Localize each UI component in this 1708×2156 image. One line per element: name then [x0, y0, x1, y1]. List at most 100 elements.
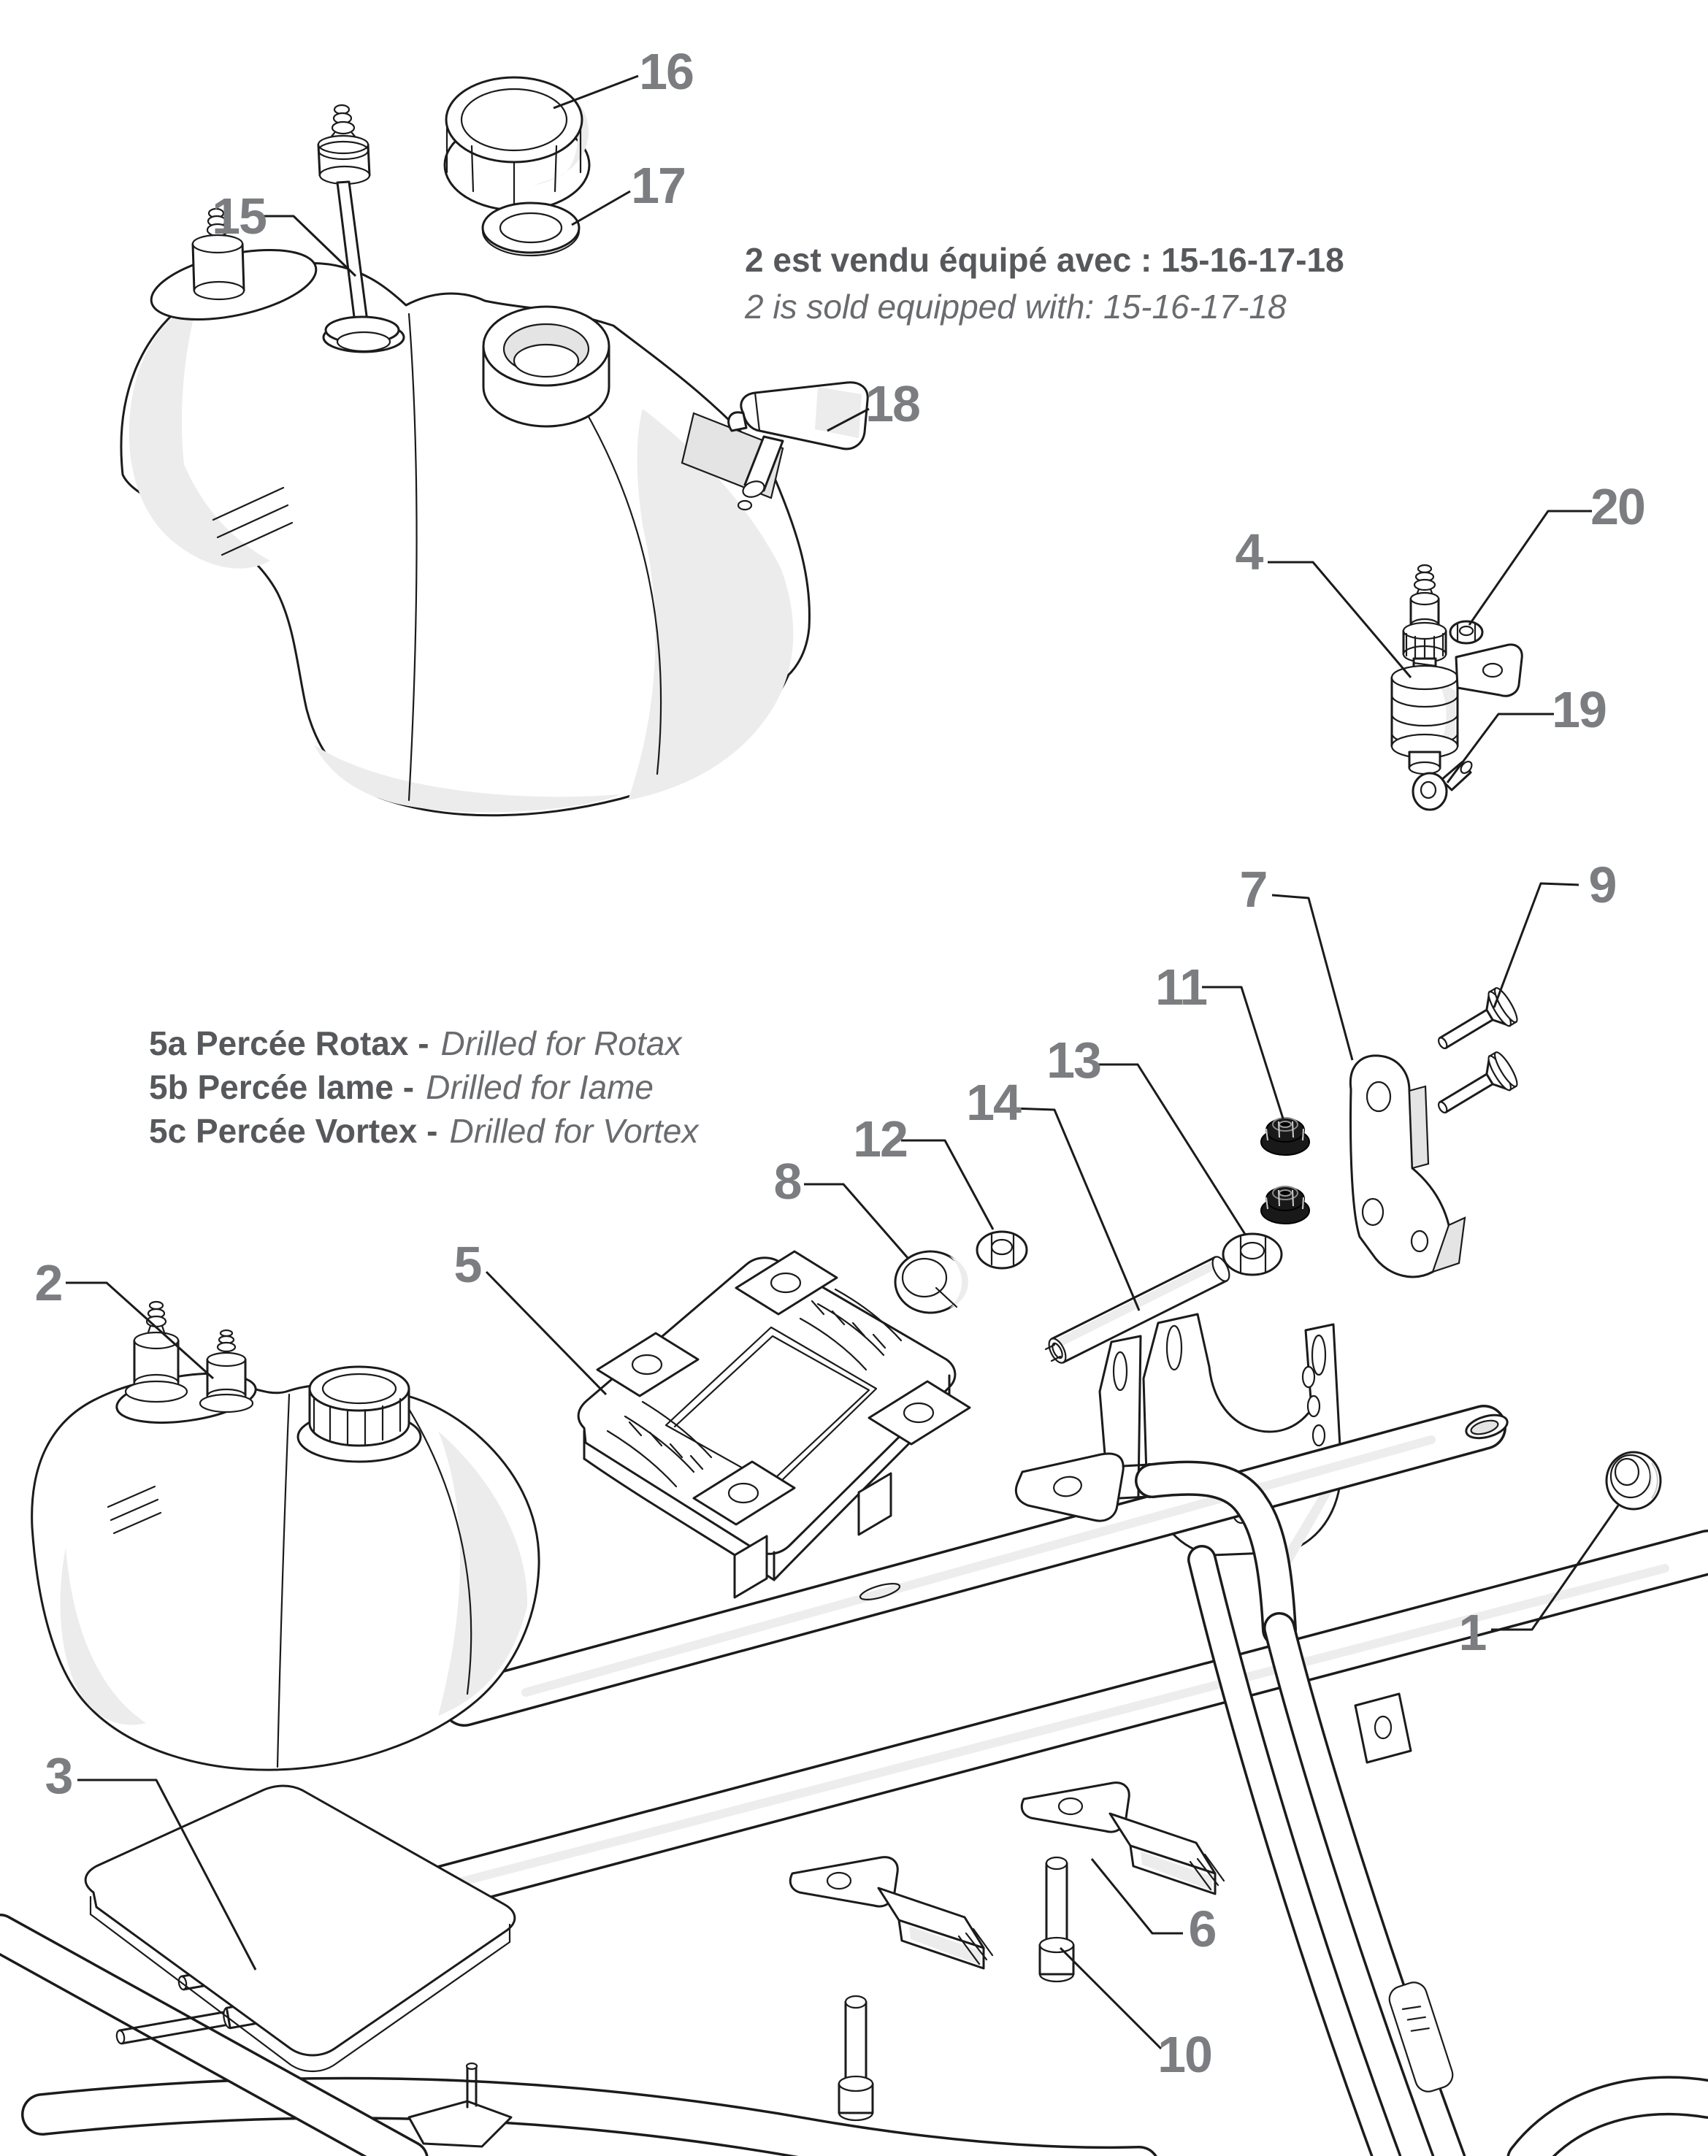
tank-cradle-part5-detail	[727, 1482, 759, 1504]
rubber-grommet-part8	[894, 1250, 968, 1314]
drill-variant-5c-detail: Drilled for Vortex	[450, 1112, 700, 1150]
leader-line-10	[1059, 1946, 1163, 2050]
front-left-tube	[0, 1914, 429, 2156]
mount-pin-10a-detail	[1038, 1856, 1075, 1983]
fuel-tank-assembled-part2-detail	[276, 1393, 472, 1768]
small-nut-part20	[1449, 620, 1484, 645]
countersunk-screw-9b-detail	[1428, 1048, 1522, 1127]
hex-nut-part12	[976, 1230, 1028, 1270]
rubber-grommet-part8-detail	[935, 1286, 958, 1308]
leader-line-14	[1013, 1107, 1141, 1311]
callout-number-3: 3	[45, 1747, 72, 1804]
support-bracket-part7	[1349, 1054, 1466, 1278]
tank-cradle-part5-detail	[733, 1535, 768, 1599]
fuel-tank-assembled-part2-detail	[321, 1373, 397, 1405]
seat-mount-plate-detail	[1311, 1424, 1326, 1447]
fuel-valve-part4-detail	[1417, 564, 1433, 574]
main-rail-upper-detail	[859, 1583, 901, 1600]
mount-pin-10b	[838, 1995, 874, 2122]
fuel-tank-bare	[120, 207, 811, 817]
fuel-tank-assembled-part2-detail	[219, 1329, 234, 1338]
mount-rail-6b-detail	[789, 1856, 994, 1970]
rear-bumper-tube-detail	[23, 2079, 1154, 2156]
main-rail-lower-detail	[405, 1564, 1669, 1900]
fuel-tank-assembled-part2-detail	[124, 1380, 188, 1403]
leader-line-4	[1268, 561, 1412, 678]
callout-number-1: 1	[1459, 1604, 1486, 1661]
seat-mount-plate-detail	[1165, 1324, 1183, 1371]
mount-pin-10b-detail	[838, 1995, 874, 2122]
support-bracket-part7-detail	[1410, 1229, 1429, 1253]
mount-rail-6b	[789, 1856, 994, 1970]
flange-nut-11b	[1260, 1186, 1310, 1224]
fuel-tank-assembled-part2-detail	[199, 1393, 254, 1413]
callout-number-7: 7	[1240, 861, 1267, 918]
callout-number-2: 2	[35, 1254, 62, 1311]
tank-cradle-part5-detail	[799, 1288, 903, 1371]
callout-number-14: 14	[966, 1074, 1022, 1131]
leader-line-17	[571, 190, 631, 226]
leader-line-6	[1090, 1858, 1183, 1935]
fuel-cap-part16-detail	[445, 127, 582, 212]
fuel-valve-part4-detail	[1408, 761, 1441, 775]
callout-number-12: 12	[853, 1110, 907, 1167]
drill-variant-5b-detail: Drilled for Iame	[426, 1068, 654, 1106]
fuel-valve-part4-detail	[1390, 664, 1459, 691]
callout-number-8: 8	[774, 1153, 801, 1210]
button-screw-part19	[1412, 761, 1473, 811]
fuel-tank-assembled-part2	[31, 1300, 540, 1771]
seat-mount-plate-detail	[1112, 1351, 1128, 1392]
equip-note: 2 est vendu équipé avec : 15-16-17-18 2 …	[744, 241, 1344, 326]
floor-tray-part3	[84, 1784, 516, 2072]
drill-variant-note: 5a Percée Rotax -Drilled for Rotax 5b Pe…	[149, 1024, 700, 1150]
fuel-cap-part16-detail	[460, 88, 568, 152]
pedal-assembly-detail	[465, 2062, 478, 2071]
button-screw-part19-detail	[1420, 780, 1437, 799]
seat-mount-plate-detail	[1301, 1365, 1316, 1389]
floor-tray-part3-detail	[84, 1784, 516, 2057]
rubber-grommet-part8-detail	[901, 1257, 948, 1298]
fuel-tank-bare-detail	[193, 280, 245, 301]
callout-number-13: 13	[1046, 1032, 1100, 1089]
wing-valve-part18-detail	[815, 387, 862, 438]
fuel-tank-bare-detail	[191, 234, 244, 254]
wing-valve-part18-detail	[742, 480, 765, 498]
leader-line-9	[1493, 882, 1579, 1008]
main-rail-upper-detail	[1470, 1419, 1499, 1435]
floor-tray-part3-detail	[89, 1895, 511, 2072]
main-rail-upper-detail	[521, 1435, 1436, 1697]
tank-cradle-part5-detail	[770, 1272, 802, 1294]
seat-hoop-tube	[1014, 1452, 1297, 1647]
callout-number-4: 4	[1236, 523, 1264, 580]
fuel-tank-assembled-part2-detail	[60, 1548, 146, 1725]
fuel-tank-bare-detail	[628, 409, 794, 800]
vent-tube-part15-detail	[331, 120, 356, 135]
rubber-grommet-part8-detail	[949, 1256, 968, 1308]
tank-cradle-part5-detail	[903, 1402, 935, 1424]
fuel-valve-part4-detail	[1413, 578, 1436, 591]
callout-number-5: 5	[454, 1236, 481, 1293]
pedal-assembly-detail	[466, 2065, 478, 2109]
fuel-tank-assembled-part2-detail	[313, 1397, 402, 1446]
fuel-tank-assembled-part2-detail	[438, 1431, 528, 1716]
equip-note-fr: 2 est vendu équipé avec : 15-16-17-18	[745, 241, 1344, 279]
cap-gasket-part17-detail	[499, 212, 563, 244]
tank-cradle-part5-detail	[673, 1335, 870, 1479]
drill-variant-5c: 5c Percée Vortex -Drilled for Vortex	[149, 1112, 700, 1150]
fuel-valve-part4	[1390, 564, 1523, 775]
wing-valve-part18-detail	[727, 411, 748, 432]
fuel-tank-assembled-part2-detail	[148, 1300, 164, 1311]
drill-variant-5a: 5a Percée Rotax -Drilled for Rotax	[149, 1024, 683, 1062]
callout-number-10: 10	[1157, 2026, 1211, 2083]
tank-cradle-part5	[577, 1250, 971, 1599]
leader-line-18	[827, 407, 870, 432]
fuel-valve-part4-detail	[1402, 621, 1447, 640]
leader-line-20	[1468, 510, 1592, 626]
fuel-tank-bare-detail	[314, 745, 621, 813]
fuel-tank-bare-detail	[129, 298, 270, 569]
spacer-tube-part14-detail	[1052, 1342, 1063, 1359]
leader-line-1	[1491, 1505, 1620, 1631]
vent-tube-part15-detail	[317, 140, 369, 161]
